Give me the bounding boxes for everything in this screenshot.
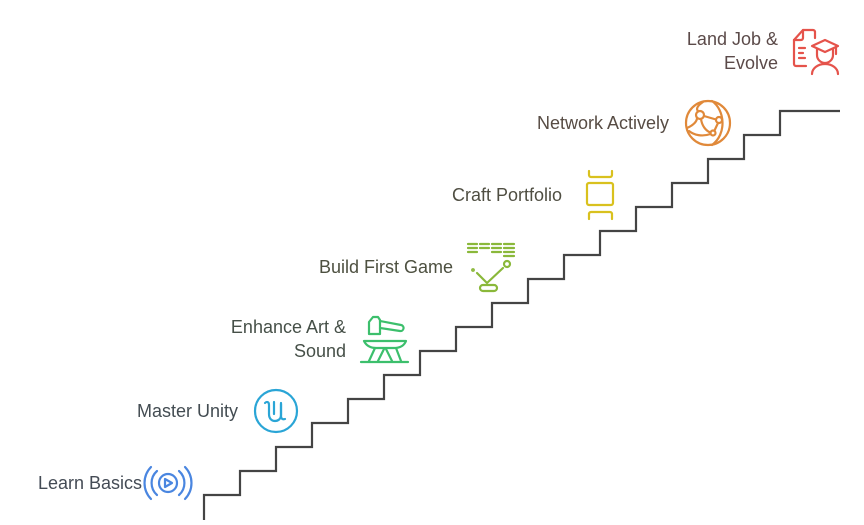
step-label-craft-portfolio: Craft Portfolio [452, 183, 562, 207]
step-label-line: Land Job & [686, 29, 778, 49]
unity-engine-icon [253, 388, 299, 434]
step-label-master-unity: Master Unity [137, 399, 238, 423]
portfolio-frames-icon [585, 169, 615, 221]
step-label-line: Master Unity [136, 401, 238, 421]
step-label-line: Learn Basics [37, 473, 142, 493]
breakout-game-icon [466, 242, 516, 293]
network-globe-icon [684, 99, 732, 147]
step-label-build-first-game: Build First Game [319, 255, 453, 279]
step-label-line: Craft Portfolio [451, 185, 562, 205]
step-label-learn-basics: Learn Basics [38, 471, 142, 495]
step-label-line: Evolve [723, 53, 778, 73]
step-label-enhance-art-sound: Enhance Art & Sound [231, 315, 346, 363]
step-label-line: Enhance Art & [230, 317, 346, 337]
step-label-network-actively: Network Actively [537, 111, 669, 135]
step-label-line: Sound [293, 341, 346, 361]
document-graduate-icon [792, 28, 840, 76]
play-broadcast-icon [143, 465, 193, 501]
step-label-line: Network Actively [536, 113, 669, 133]
staircase-line [202, 109, 840, 520]
hammer-anvil-icon [359, 315, 410, 364]
step-label-line: Build First Game [318, 257, 453, 277]
step-label-land-job-evolve: Land Job & Evolve [687, 27, 778, 75]
